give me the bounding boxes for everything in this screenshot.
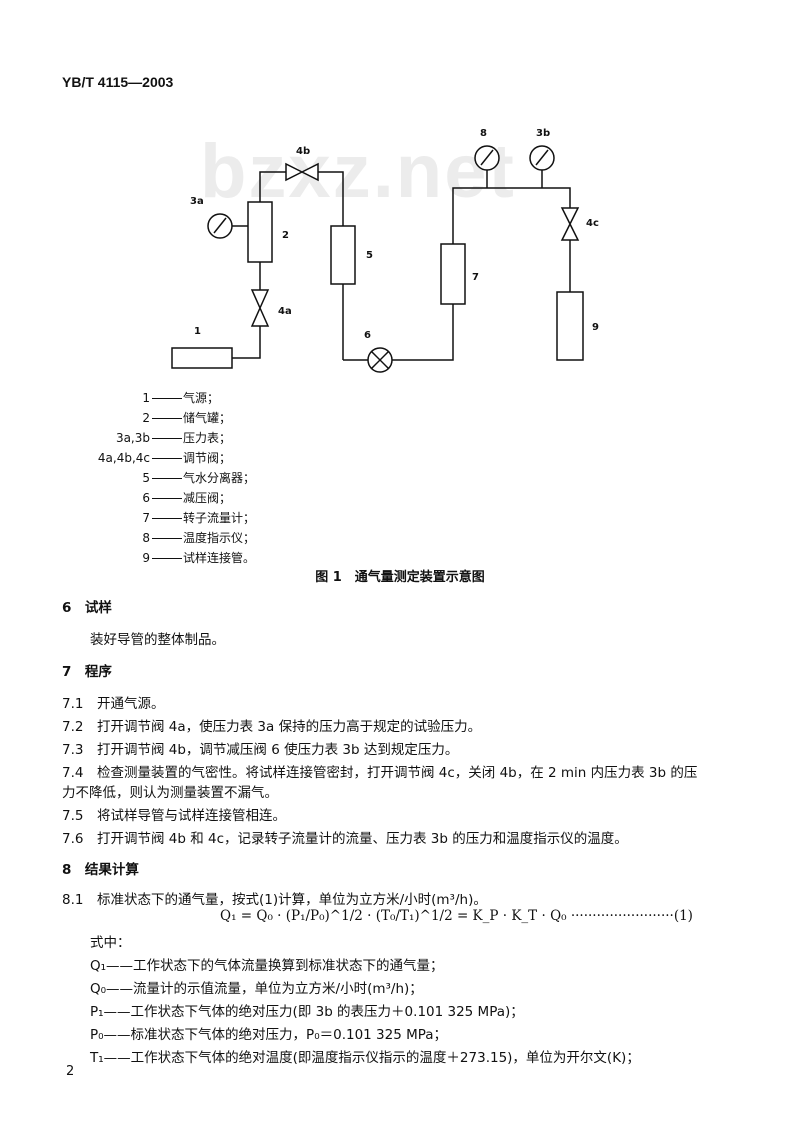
label-3b: 3b: [536, 128, 550, 139]
definition-q0: Q₀——流量计的示值流量，单位为立方米/小时(m³/h)；: [90, 981, 423, 997]
label-8: 8: [480, 128, 487, 139]
water-separator: [330, 225, 356, 285]
valve-4c: [560, 207, 580, 241]
label-1: 1: [194, 326, 201, 337]
valve-4b: [285, 162, 319, 182]
label-9: 9: [592, 322, 599, 333]
where-label: 式中：: [90, 935, 131, 951]
definition-t1: T₁——工作状态下气体的绝对温度(即温度指示仪指示的温度＋273.15)，单位为…: [90, 1050, 640, 1066]
clause-7-3: 7.3 打开调节阀 4b，调节减压阀 6 使压力表 3b 达到规定压力。: [62, 742, 459, 758]
clause-7-5: 7.5 将试样导管与试样连接管相连。: [62, 808, 286, 824]
label-7: 7: [472, 272, 479, 283]
label-4a: 4a: [278, 306, 292, 317]
section-8-title: 8 结果计算: [62, 862, 139, 878]
definition-p0: P₀——标准状态下气体的绝对压力，P₀＝0.101 325 MPa；: [90, 1027, 448, 1043]
clause-7-6: 7.6 打开调节阀 4b 和 4c，记录转子流量计的流量、压力表 3b 的压力和…: [62, 831, 628, 847]
watermark: bzxz.net: [200, 129, 516, 214]
section-6-title: 6 试样: [62, 600, 112, 616]
gas-source: [171, 347, 233, 369]
apparatus-diagram: 1 2 3a 4a 4b 5 6 7 8 3b 4c 9: [171, 128, 599, 373]
definition-q1: Q₁——工作状态下的气体流量换算到标准状态下的通气量；: [90, 958, 444, 974]
clause-7-1: 7.1 开通气源。: [62, 696, 165, 712]
page-number: 2: [66, 1064, 75, 1079]
figure-caption: 图 1 通气量测定装置示意图: [315, 570, 485, 585]
label-2: 2: [282, 230, 289, 241]
clause-7-4-line2: 力不降低，则认为测量装置不漏气。: [62, 785, 278, 801]
storage-tank: [247, 201, 273, 263]
label-5: 5: [366, 250, 373, 261]
section-6-body: 装好导管的整体制品。: [90, 632, 225, 648]
section-7-title: 7 程序: [62, 664, 112, 680]
definition-p1: P₁——工作状态下气体的绝对压力(即 3b 的表压力＋0.101 325 MPa…: [90, 1004, 524, 1020]
label-4b: 4b: [296, 146, 310, 157]
formula-1: Q₁ = Q₀ · (P₁/P₀)^1/2 · (T₀/T₁)^1/2 = K_…: [220, 908, 693, 924]
label-3a: 3a: [190, 196, 204, 207]
standard-code: YB/T 4115—2003: [62, 74, 174, 90]
clause-7-4-line1: 7.4 检查测量装置的气密性。将试样连接管密封，打开调节阀 4c，关闭 4b，在…: [62, 765, 698, 781]
valve-4a: [250, 289, 270, 327]
rotameter: [440, 243, 466, 305]
label-4c: 4c: [586, 218, 599, 229]
clause-8-1: 8.1 标准状态下的通气量，按式(1)计算，单位为立方米/小时(m³/h)。: [62, 892, 487, 908]
clause-7-2: 7.2 打开调节阀 4a，使压力表 3a 保持的压力高于规定的试验压力。: [62, 719, 482, 735]
label-6: 6: [364, 330, 371, 341]
sample-connecting-tube: [556, 291, 584, 361]
